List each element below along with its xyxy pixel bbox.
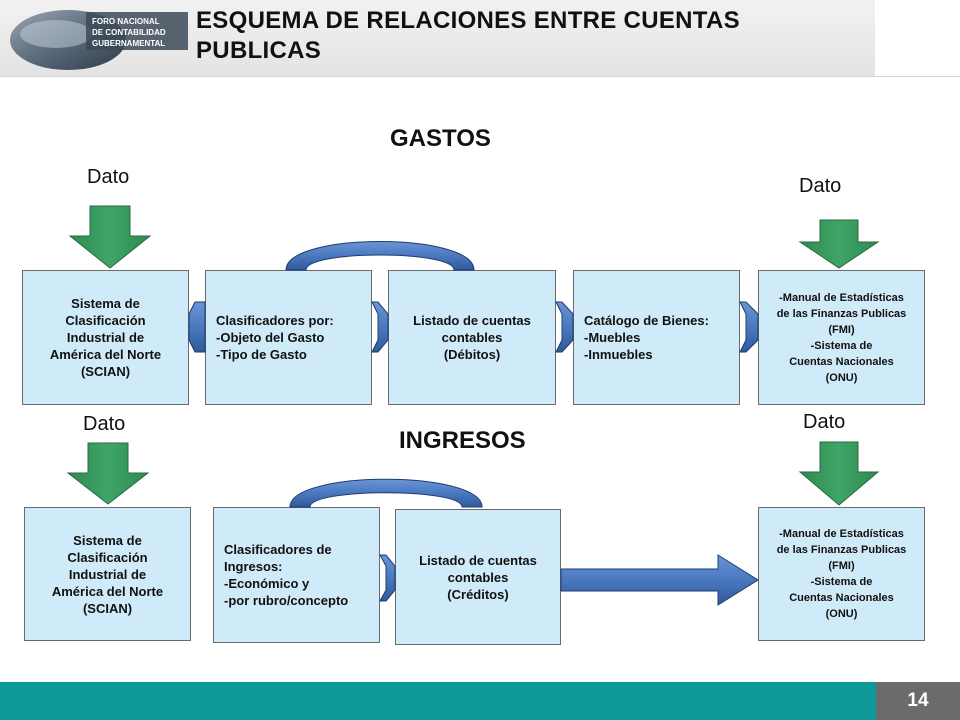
gastos-box-catalogo: Catálogo de Bienes: -Muebles -Inmuebles (573, 270, 740, 405)
logo-text-line1: FORO NACIONAL (92, 17, 160, 26)
ingresos-left-down-arrow (66, 442, 150, 505)
box-line: -Sistema de (810, 339, 873, 352)
box-line: (ONU) (825, 371, 858, 384)
footer-bar (0, 682, 876, 720)
box-line: Clasificadores por: (216, 313, 334, 328)
ingresos-long-arrow (560, 554, 759, 606)
box-line: Clasificación (65, 313, 146, 328)
box-line: -Sistema de (810, 576, 873, 588)
box-line: (ONU) (825, 608, 858, 620)
logo: FORO NACIONAL DE CONTABILIDAD GUBERNAMEN… (10, 10, 188, 70)
box-line: Cuentas Nacionales (789, 592, 894, 604)
ingresos-box-clasificadores: Clasificadores de Ingresos: -Económico y… (213, 507, 380, 643)
box-line: -Económico y (224, 576, 310, 591)
box-line: -Manual de Estadísticas (779, 528, 904, 540)
box-line: Sistema de (71, 296, 140, 311)
page-title: ESQUEMA DE RELACIONES ENTRE CUENTAS PUBL… (196, 7, 740, 64)
box-line: Industrial de (66, 330, 145, 345)
logo-text-band (86, 12, 188, 50)
logo-text-line3: GUBERNAMENTAL (92, 39, 165, 48)
gastos-connector-2-3 (371, 301, 389, 353)
box-line: América del Norte (49, 347, 162, 362)
box-line: -Objeto del Gasto (216, 330, 325, 345)
box-line: Catálogo de Bienes: (584, 313, 709, 328)
ingresos-title: INGRESOS (399, 427, 526, 454)
ingresos-box-manual: -Manual de Estadísticas de las Finanzas … (758, 507, 925, 641)
gastos-connector-4-5 (739, 301, 759, 353)
gastos-right-down-arrow (798, 219, 880, 269)
box-line: -Manual de Estadísticas (779, 291, 904, 304)
logo-text-line2: DE CONTABILIDAD (92, 28, 166, 37)
gastos-box-listado: Listado de cuentas contables (Débitos) (388, 270, 556, 405)
box-line: (Débitos) (443, 347, 501, 362)
box-line: -Tipo de Gasto (216, 347, 307, 362)
box-line: Ingresos: (224, 559, 283, 574)
header-divider (0, 76, 960, 77)
box-line: contables (441, 330, 503, 345)
box-line: Listado de cuentas (413, 313, 531, 328)
box-line: (Créditos) (447, 586, 509, 602)
ingresos-box-scian: Sistema de Clasificación Industrial de A… (24, 507, 191, 641)
ingresos-right-down-arrow (798, 441, 880, 506)
box-line: Listado de cuentas (419, 552, 537, 568)
ingresos-dato-left: Dato (83, 413, 126, 435)
gastos-box-clasificadores: Clasificadores por: -Objeto del Gasto -T… (205, 270, 372, 405)
gastos-connector-3-4 (555, 301, 574, 353)
box-line: -por rubro/concepto (224, 593, 349, 608)
ingresos-connector-2-3 (379, 554, 396, 602)
box-line: (SCIAN) (80, 364, 131, 379)
gastos-title: GASTOS (390, 125, 491, 152)
box-line: Clasificadores de (224, 542, 332, 557)
box-line: -Muebles (584, 330, 641, 345)
box-line: (FMI) (828, 323, 855, 336)
ingresos-box-listado: Listado de cuentas contables (Créditos) (395, 509, 561, 645)
gastos-box-scian: Sistema de Clasificación Industrial de A… (22, 270, 189, 405)
ingresos-dato-right: Dato (803, 411, 846, 433)
box-line: (FMI) (828, 560, 855, 572)
box-line: de las Finanzas Publicas (776, 544, 907, 556)
box-line: contables (447, 569, 509, 585)
gastos-curved-connector (285, 241, 475, 271)
box-line: de las Finanzas Publicas (776, 307, 907, 320)
box-line: Cuentas Nacionales (789, 355, 894, 368)
box-line: -Inmuebles (584, 347, 653, 362)
box-line: (SCIAN) (82, 600, 133, 616)
ingresos-curved-connector (289, 478, 483, 508)
gastos-dato-left: Dato (87, 166, 130, 188)
page-number: 14 (876, 682, 960, 720)
logo-highlight (20, 20, 92, 48)
box-line: América del Norte (51, 583, 164, 599)
gastos-left-down-arrow (68, 205, 152, 269)
box-line: Sistema de (73, 532, 142, 548)
box-line: Clasificación (67, 549, 148, 565)
gastos-box-manual: -Manual de Estadísticas de las Finanzas … (758, 270, 925, 405)
gastos-dato-right: Dato (799, 175, 842, 197)
box-line: Industrial de (68, 566, 147, 582)
gastos-connector-1-2 (188, 301, 206, 353)
